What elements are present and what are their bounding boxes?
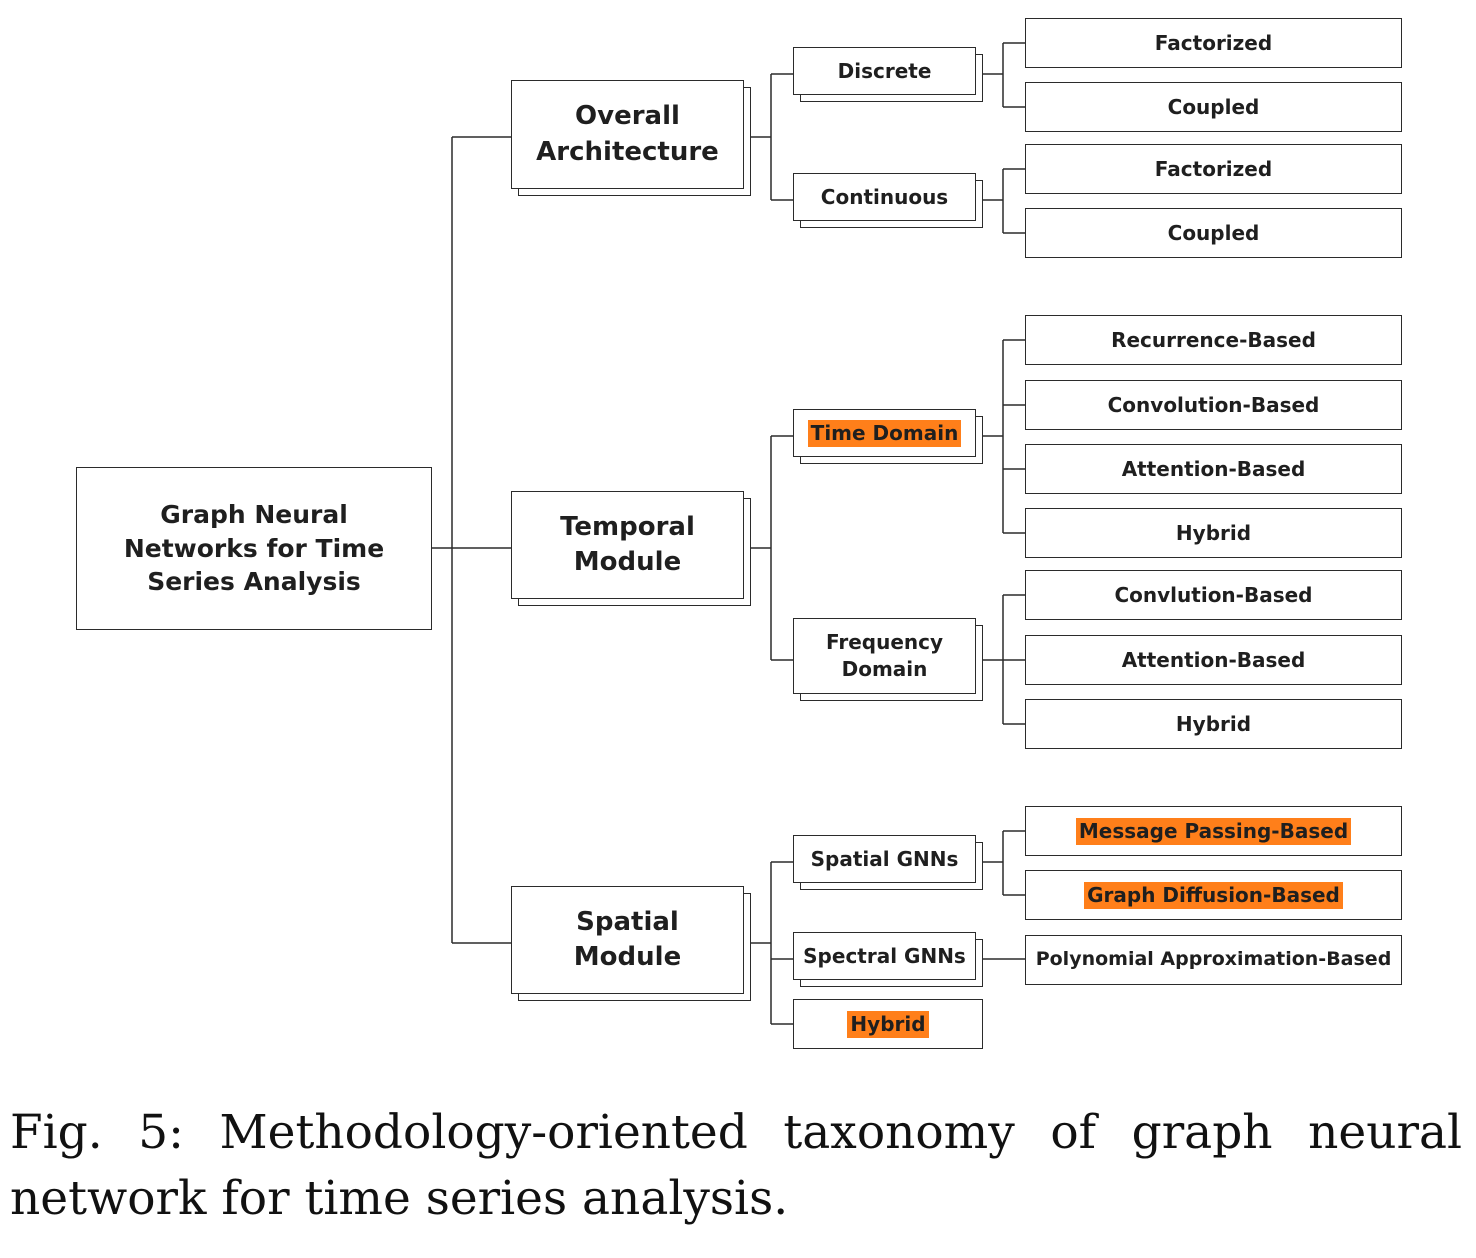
leaf-frequency-convolution: Convlution-Based bbox=[1025, 570, 1402, 620]
overall-architecture-node: Overall Architecture bbox=[511, 80, 744, 189]
leaf-message-passing: Message Passing-Based bbox=[1025, 806, 1402, 856]
leaf-label: Recurrence-Based bbox=[1111, 327, 1316, 352]
figure-caption-line-2: network for time series analysis. bbox=[10, 1171, 789, 1226]
time-domain-node: Time Domain bbox=[793, 409, 976, 457]
discrete-label: Discrete bbox=[837, 58, 932, 83]
leaf-label: Convlution-Based bbox=[1114, 582, 1313, 607]
frequency-domain-node: Frequency Domain bbox=[793, 618, 976, 694]
temporal-module-label: Temporal Module bbox=[560, 511, 695, 577]
leaf-label: Polynomial Approximation-Based bbox=[1035, 948, 1392, 971]
leaf-label: Graph Diffusion-Based bbox=[1084, 881, 1343, 909]
continuous-label: Continuous bbox=[820, 184, 949, 209]
leaf-time-convolution: Convolution-Based bbox=[1025, 380, 1402, 430]
leaf-label: Convolution-Based bbox=[1107, 392, 1320, 417]
leaf-label: Attention-Based bbox=[1121, 456, 1306, 481]
root-label: Graph Neural Networks for Time Series An… bbox=[123, 499, 385, 597]
spatial-gnns-label: Spatial GNNs bbox=[810, 846, 959, 871]
root-node: Graph Neural Networks for Time Series An… bbox=[76, 467, 432, 630]
leaf-label: Message Passing-Based bbox=[1075, 817, 1352, 845]
leaf-label: Hybrid bbox=[1175, 520, 1252, 545]
continuous-node: Continuous bbox=[793, 173, 976, 221]
leaf-discrete-coupled: Coupled bbox=[1025, 82, 1402, 132]
spatial-module-label: Spatial Module bbox=[573, 906, 682, 972]
frequency-domain-label: Frequency Domain bbox=[825, 630, 944, 681]
leaf-time-recurrence: Recurrence-Based bbox=[1025, 315, 1402, 365]
figure-caption-line-1: Fig. 5: Methodology-oriented taxonomy of… bbox=[10, 1105, 1462, 1160]
leaf-discrete-factorized: Factorized bbox=[1025, 18, 1402, 68]
leaf-graph-diffusion: Graph Diffusion-Based bbox=[1025, 870, 1402, 920]
discrete-node: Discrete bbox=[793, 47, 976, 95]
leaf-label: Factorized bbox=[1154, 30, 1273, 55]
leaf-frequency-attention: Attention-Based bbox=[1025, 635, 1402, 685]
leaf-label: Coupled bbox=[1167, 94, 1260, 119]
temporal-module-node: Temporal Module bbox=[511, 491, 744, 599]
leaf-frequency-hybrid: Hybrid bbox=[1025, 699, 1402, 749]
spatial-hybrid-label: Hybrid bbox=[847, 1010, 929, 1038]
leaf-polynomial-approximation: Polynomial Approximation-Based bbox=[1025, 935, 1402, 985]
time-domain-label: Time Domain bbox=[807, 419, 962, 447]
leaf-continuous-coupled: Coupled bbox=[1025, 208, 1402, 258]
spatial-hybrid-node: Hybrid bbox=[793, 999, 983, 1049]
leaf-continuous-factorized: Factorized bbox=[1025, 144, 1402, 194]
spatial-module-node: Spatial Module bbox=[511, 886, 744, 994]
spatial-gnns-node: Spatial GNNs bbox=[793, 835, 976, 883]
leaf-label: Factorized bbox=[1154, 156, 1273, 181]
leaf-label: Attention-Based bbox=[1121, 647, 1306, 672]
overall-architecture-label: Overall Architecture bbox=[536, 101, 719, 167]
spectral-gnns-label: Spectral GNNs bbox=[803, 943, 966, 968]
spectral-gnns-node: Spectral GNNs bbox=[793, 932, 976, 980]
leaf-time-hybrid: Hybrid bbox=[1025, 508, 1402, 558]
leaf-label: Coupled bbox=[1167, 220, 1260, 245]
leaf-label: Hybrid bbox=[1175, 711, 1252, 736]
leaf-time-attention: Attention-Based bbox=[1025, 444, 1402, 494]
